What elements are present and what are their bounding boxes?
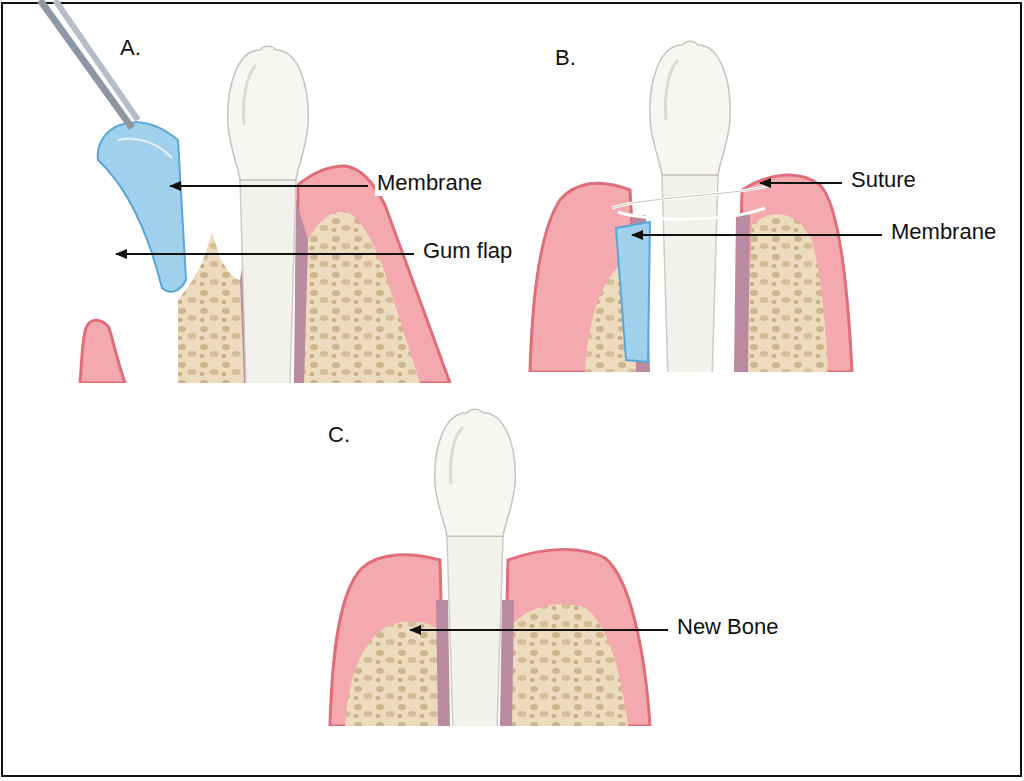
part-label: Membrane bbox=[889, 219, 998, 244]
panel-letter: B. bbox=[553, 45, 578, 70]
part-label: Suture bbox=[849, 167, 918, 192]
part-label: Membrane bbox=[375, 170, 484, 195]
part-label: Gum flap bbox=[421, 238, 514, 263]
panel-letter: A. bbox=[118, 35, 143, 60]
panel-letter: C. bbox=[326, 422, 352, 447]
part-label: New Bone bbox=[675, 614, 781, 639]
